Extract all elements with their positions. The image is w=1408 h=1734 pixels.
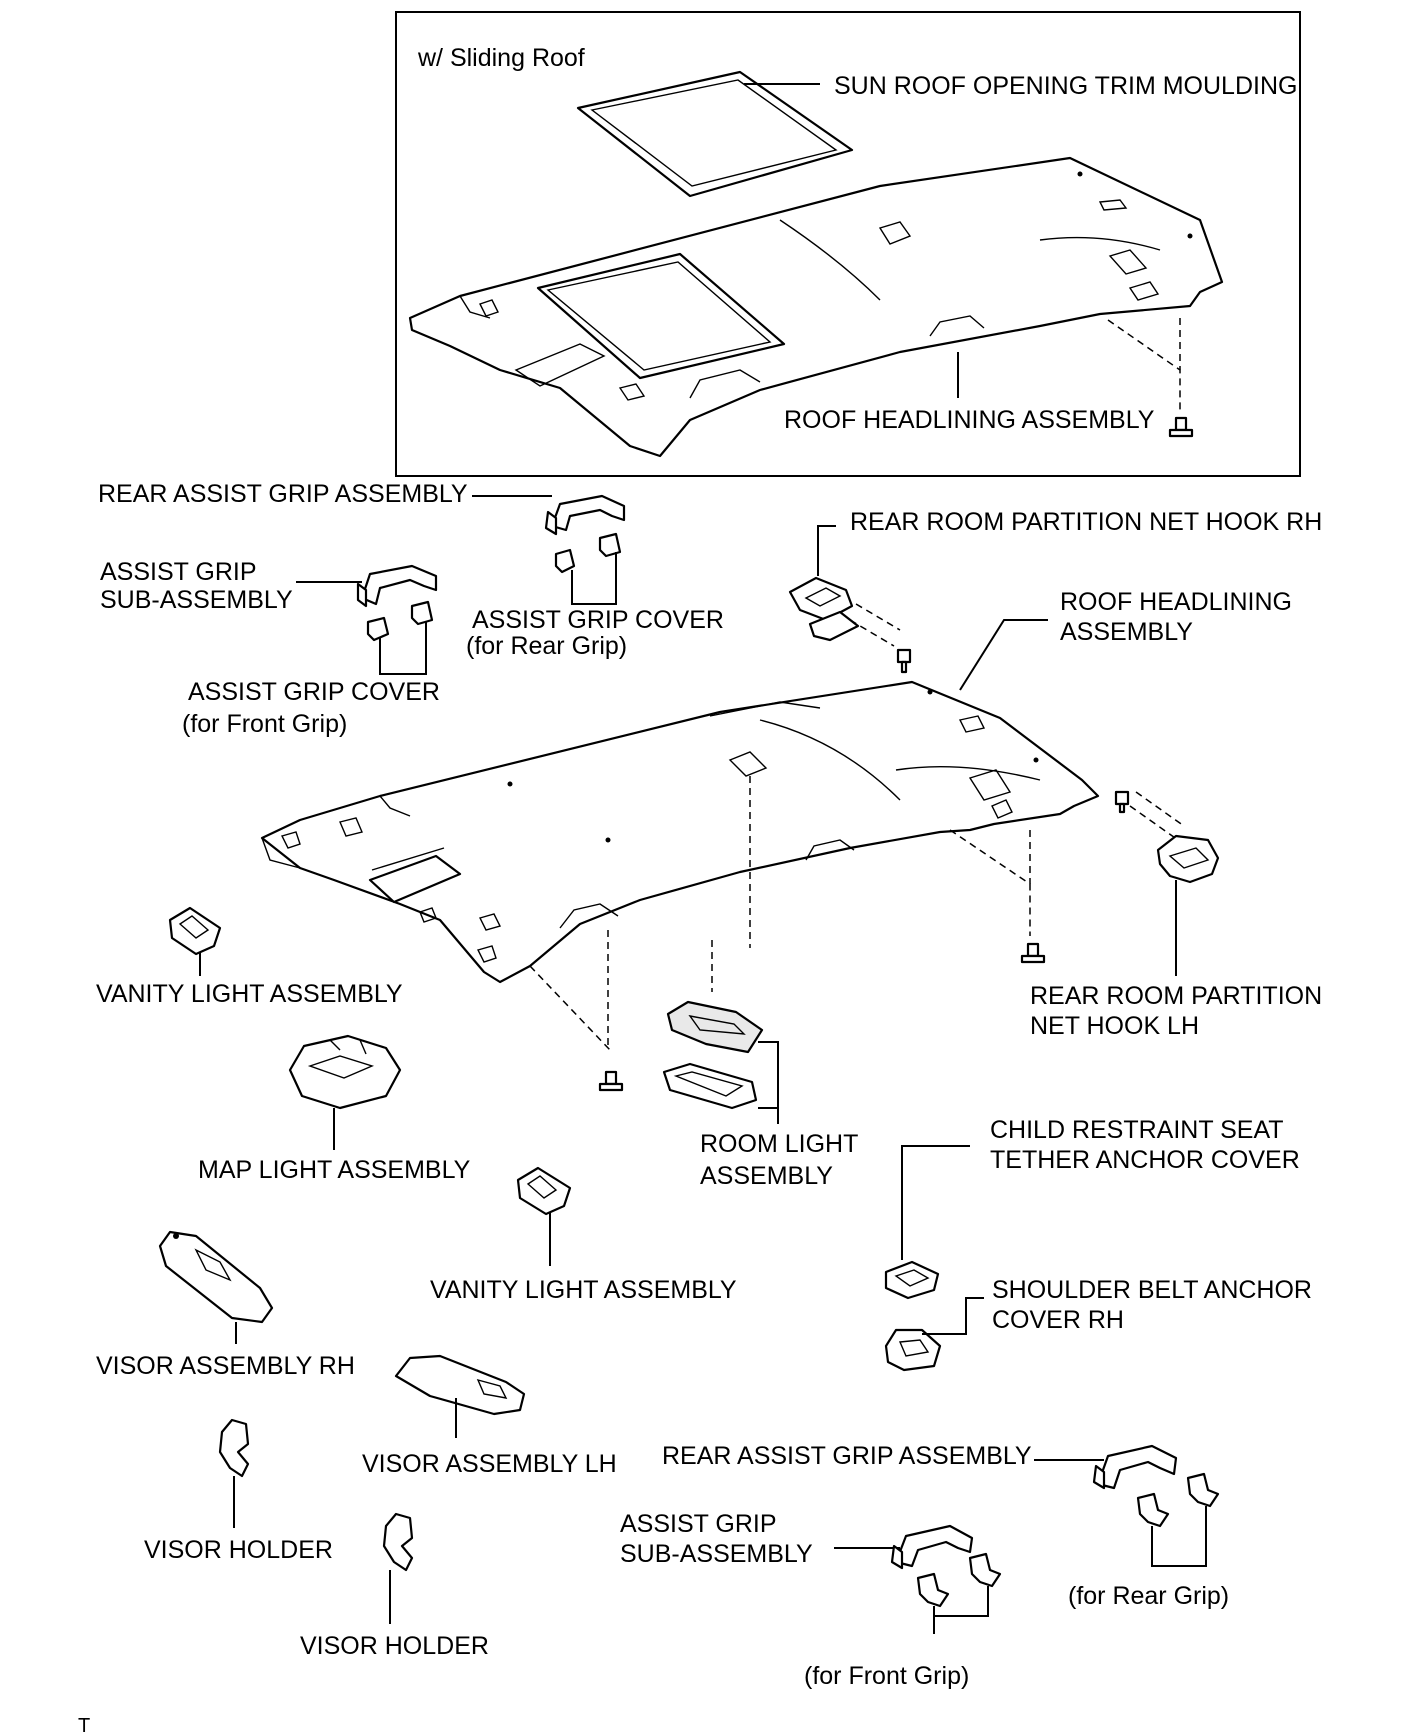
vanity-light-center-label: VANITY LIGHT ASSEMBLY — [430, 1276, 737, 1304]
inset-frame — [395, 11, 1301, 477]
roof-headlining-main-label-1: ROOF HEADLINING — [1060, 588, 1292, 616]
visor-holder-1-label: VISOR HOLDER — [144, 1536, 333, 1564]
rear-assist-grip-bottom-drawing — [1092, 1444, 1178, 1490]
sun-roof-trim-drawing — [576, 70, 854, 198]
assist-grip-cover-front-drawing — [366, 600, 434, 642]
assist-grip-cover-front-label-1: ASSIST GRIP COVER — [188, 678, 440, 706]
vanity-light-left-label: VANITY LIGHT ASSEMBLY — [96, 980, 403, 1008]
sliding-roof-inset: w/ Sliding Roof SUN ROOF OPENING TRIM MO… — [395, 11, 1301, 477]
inset-title: w/ Sliding Roof — [417, 44, 585, 72]
main-screw-right-icon — [1020, 942, 1046, 964]
rear-assist-grip-top-drawing — [544, 494, 626, 536]
rear-grip-covers-bottom-drawing — [1136, 1472, 1220, 1528]
for-rear-grip-label: (for Rear Grip) — [1068, 1582, 1229, 1610]
assist-grip-sub-top-drawing — [356, 564, 438, 608]
partition-hook-lh-label-2: NET HOOK LH — [1030, 1012, 1199, 1040]
shoulder-belt-cover-drawing — [884, 1328, 942, 1372]
map-light-drawing — [288, 1034, 402, 1110]
inset-headlining-drawing — [408, 156, 1224, 458]
partition-hook-lh-drawing — [1156, 834, 1220, 884]
child-restraint-cover-drawing — [884, 1260, 940, 1300]
assist-grip-cover-rear-label-1: ASSIST GRIP COVER — [472, 606, 724, 634]
corner-mark: T — [78, 1715, 90, 1734]
assist-grip-cover-front-label-2: (for Front Grip) — [182, 710, 347, 738]
rear-assist-grip-bottom-label: REAR ASSIST GRIP ASSEMBLY — [662, 1442, 1032, 1470]
partition-hook-lh-label-1: REAR ROOM PARTITION — [1030, 982, 1322, 1010]
assist-grip-sub-bottom-drawing — [890, 1524, 974, 1570]
visor-lh-drawing — [394, 1354, 526, 1416]
visor-holder-1-drawing — [218, 1418, 250, 1478]
assist-grip-cover-rear-label-2: (for Rear Grip) — [466, 632, 627, 660]
assist-grip-cover-rear-drawing — [554, 532, 622, 574]
assist-grip-sub-bottom-label-2: SUB-ASSEMBLY — [620, 1540, 813, 1568]
room-light-drawing — [662, 1000, 764, 1110]
inset-screw-icon — [1168, 416, 1194, 438]
partition-hook-rh-screw-icon — [896, 648, 912, 674]
shoulder-belt-label-2: COVER RH — [992, 1306, 1124, 1334]
partition-hook-rh-drawing — [788, 576, 860, 642]
rear-assist-grip-top-label: REAR ASSIST GRIP ASSEMBLY — [98, 480, 468, 508]
visor-rh-label: VISOR ASSEMBLY RH — [96, 1352, 355, 1380]
assist-grip-sub-top-label-2: SUB-ASSEMBLY — [100, 586, 293, 614]
partition-hook-rh-label: REAR ROOM PARTITION NET HOOK RH — [850, 508, 1322, 536]
map-light-label: MAP LIGHT ASSEMBLY — [198, 1156, 471, 1184]
room-light-label-2: ASSEMBLY — [700, 1162, 833, 1190]
assist-grip-sub-top-label-1: ASSIST GRIP — [100, 558, 257, 586]
vanity-light-center-drawing — [516, 1166, 572, 1216]
roof-headlining-main-label-2: ASSEMBLY — [1060, 618, 1193, 646]
partition-hook-lh-screw-icon — [1114, 790, 1130, 814]
assist-grip-sub-bottom-label-1: ASSIST GRIP — [620, 1510, 777, 1538]
inset-headlining-label: ROOF HEADLINING ASSEMBLY — [784, 406, 1155, 434]
visor-holder-2-drawing — [382, 1512, 414, 1572]
main-screw-left-icon — [598, 1070, 624, 1092]
child-restraint-label-1: CHILD RESTRAINT SEAT — [990, 1116, 1284, 1144]
front-grip-covers-bottom-drawing — [916, 1552, 1002, 1608]
visor-lh-label: VISOR ASSEMBLY LH — [362, 1450, 617, 1478]
child-restraint-label-2: TETHER ANCHOR COVER — [990, 1146, 1300, 1174]
visor-rh-drawing — [158, 1230, 274, 1324]
shoulder-belt-label-1: SHOULDER BELT ANCHOR — [992, 1276, 1312, 1304]
vanity-light-left-drawing — [168, 906, 222, 956]
main-headlining-drawing — [260, 680, 1100, 984]
for-front-grip-label: (for Front Grip) — [804, 1662, 969, 1690]
room-light-label-1: ROOM LIGHT — [700, 1130, 858, 1158]
visor-holder-2-label: VISOR HOLDER — [300, 1632, 489, 1660]
sun-roof-trim-label: SUN ROOF OPENING TRIM MOULDING — [834, 72, 1297, 100]
